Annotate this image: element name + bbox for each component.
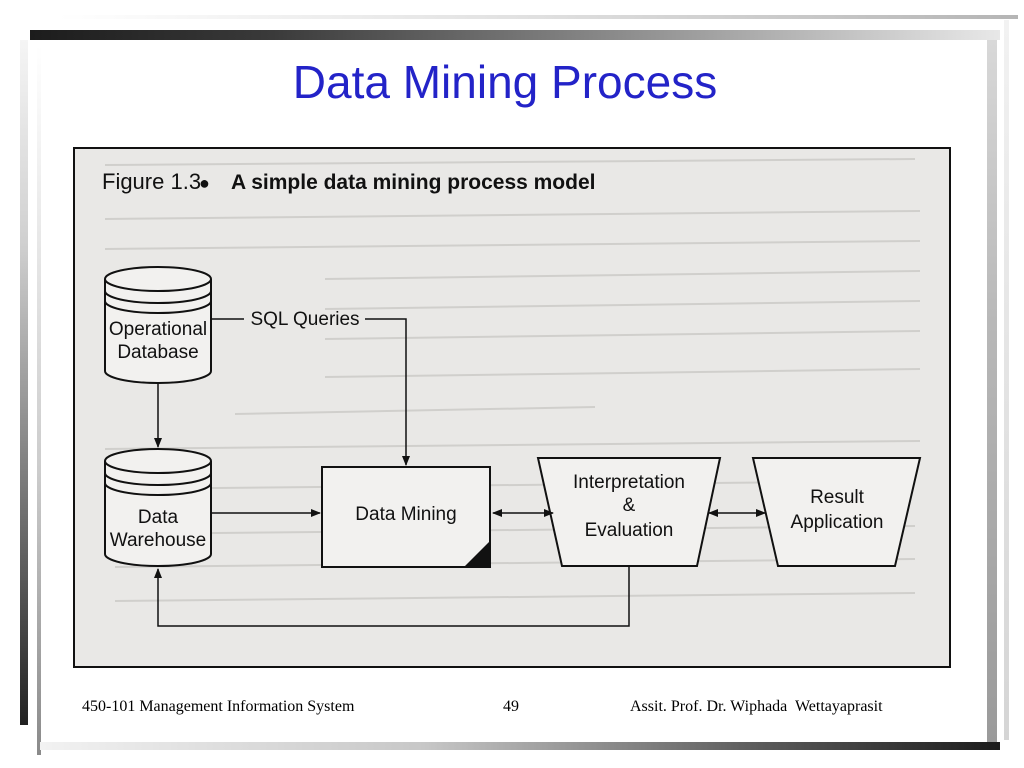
data-warehouse-node: Data Warehouse xyxy=(104,448,212,567)
slide-frame-left-thin xyxy=(37,45,41,755)
slide-frame-top-thin xyxy=(58,15,1018,19)
slide-title: Data Mining Process xyxy=(292,56,718,108)
slide-frame-left xyxy=(20,40,28,725)
operational-database-node: Operational Database xyxy=(104,266,212,384)
slide-frame-right-thin xyxy=(1004,20,1009,740)
slide-frame-bottom xyxy=(40,742,1000,750)
interpretation-label-3: Evaluation xyxy=(585,520,674,541)
figure-label: Figure 1.3 xyxy=(102,169,201,194)
data-mining-node: Data Mining xyxy=(321,466,491,568)
edge-feedback-loop xyxy=(154,566,630,627)
operational-database-label-1: Operational xyxy=(109,319,207,340)
data-warehouse-label-1: Data xyxy=(138,507,179,528)
operational-database-label-2: Database xyxy=(117,342,198,363)
footer-author: Assit. Prof. Dr. Wiphada Wettayaprasit xyxy=(630,698,883,715)
interpretation-label-1: Interpretation xyxy=(573,472,685,493)
figure-scan: Figure 1.3 ● A simple data mining proces… xyxy=(73,147,951,668)
interpretation-label-2: & xyxy=(623,495,636,516)
result-application-label-2: Application xyxy=(791,512,884,533)
slide-frame-top xyxy=(30,30,1000,40)
sql-queries-label: SQL Queries xyxy=(250,309,359,330)
data-mining-label: Data Mining xyxy=(355,504,456,525)
edge-sql-to-data-mining xyxy=(365,318,410,466)
process-edges xyxy=(154,318,766,627)
footer-page-number: 49 xyxy=(503,698,519,715)
caption-bullet: ● xyxy=(199,173,210,193)
result-application-label-1: Result xyxy=(810,487,865,508)
process-diagram: Figure 1.3 ● A simple data mining proces… xyxy=(102,158,922,627)
interpretation-node: Interpretation & Evaluation xyxy=(536,457,722,567)
figure-caption: A simple data mining process model xyxy=(231,171,595,194)
result-application-node: Result Application xyxy=(751,457,922,567)
slide-frame-right xyxy=(987,40,997,745)
data-warehouse-label-2: Warehouse xyxy=(110,530,206,551)
footer-course: 450-101 Management Information System xyxy=(82,698,355,715)
